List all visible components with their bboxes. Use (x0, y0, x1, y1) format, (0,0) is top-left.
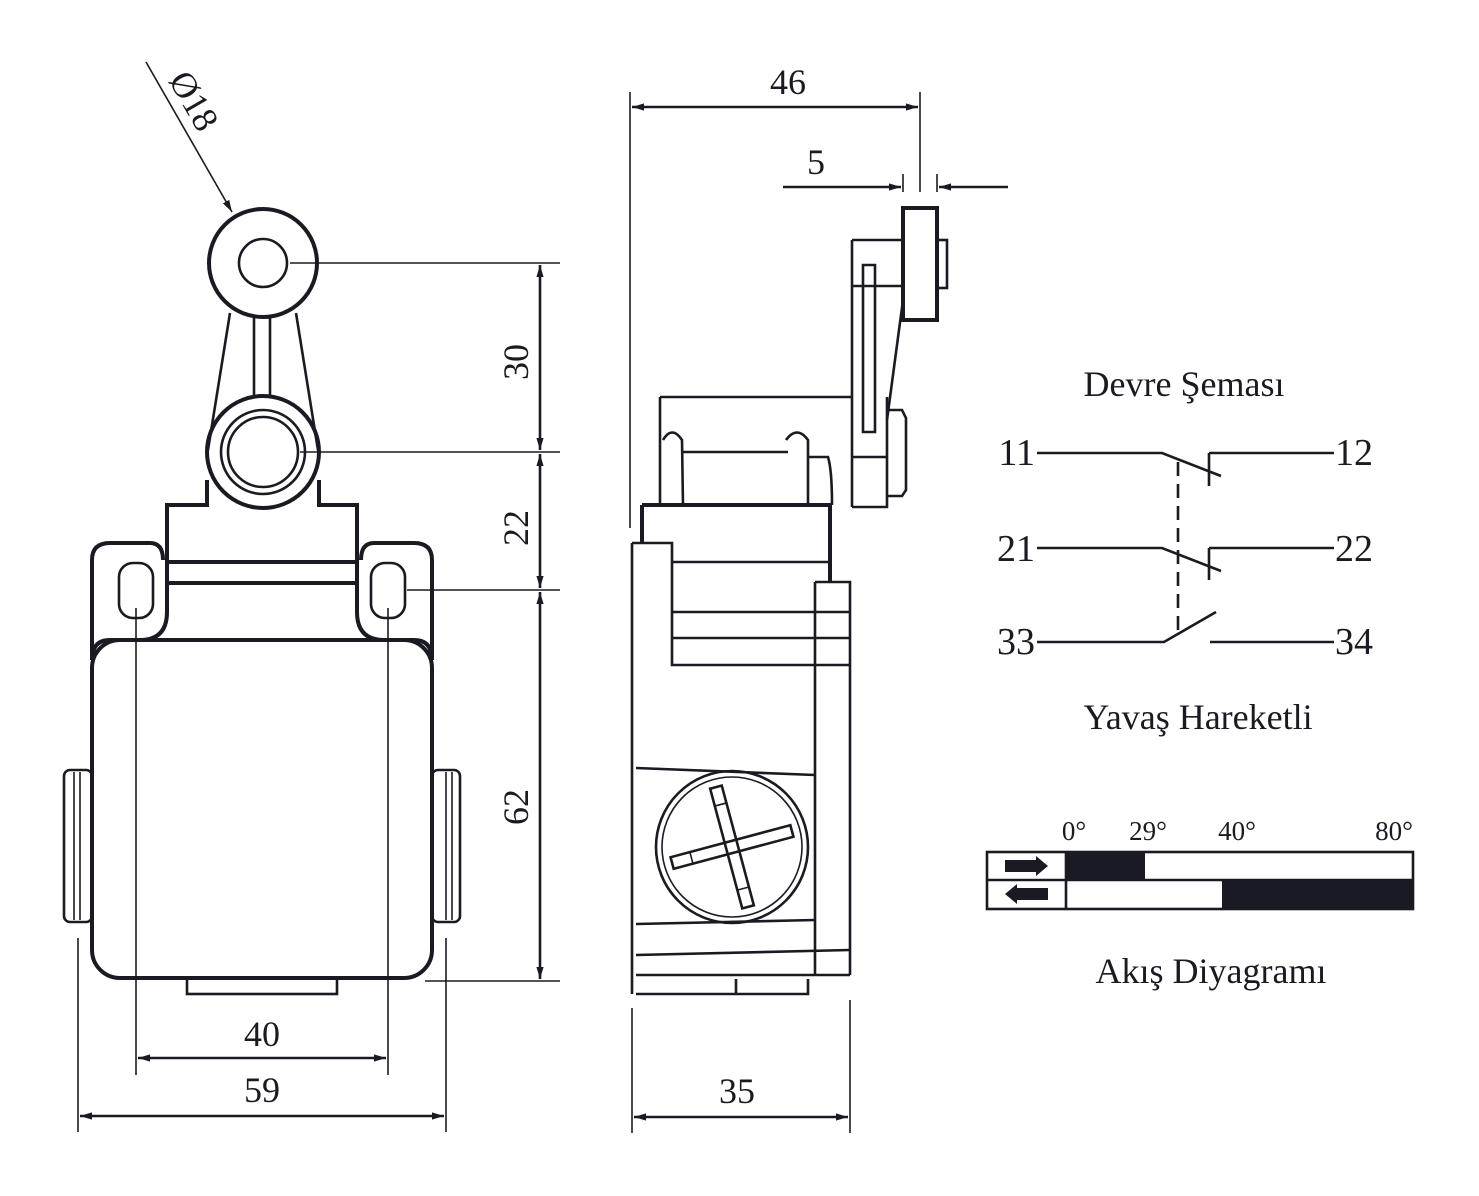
dim-pivot-to-mount: 22 (496, 510, 536, 546)
terminal-33: 33 (997, 621, 1035, 663)
terminal-12: 12 (1335, 432, 1373, 474)
pivot-shaft (226, 415, 300, 489)
side-gland-right (430, 768, 462, 924)
front-view (62, 207, 462, 996)
dim-body-depth: 35 (719, 1071, 755, 1111)
dim-roller-width: 5 (807, 142, 825, 182)
mount-ear-left (90, 541, 169, 661)
dim-body-width: 59 (244, 1070, 280, 1110)
contact-nc-2 (1037, 546, 1334, 580)
mount-ear-right (355, 541, 434, 661)
angle-label-0: 0° (1062, 816, 1086, 846)
flow-title: Akış Diyagramı (1096, 951, 1327, 991)
side-dimensions: 46 5 35 (629, 62, 1008, 1133)
head-block-sides (165, 480, 359, 583)
lever-arm-side (850, 238, 903, 507)
flow-diagram: 0° 29° 40° 80° Akış Diyagramı (985, 816, 1415, 991)
dim-arm-length: 30 (496, 344, 536, 380)
circuit-title: Devre Şeması (1084, 364, 1285, 404)
terminal-11: 11 (998, 432, 1035, 474)
terminal-22: 22 (1335, 528, 1373, 570)
body-top (640, 503, 832, 582)
contact-nc-1 (1037, 451, 1334, 486)
bottom-tab (185, 976, 339, 996)
diameter-leader (145, 61, 233, 213)
angle-label-40: 40° (1218, 816, 1256, 846)
flow-bar-forward (1066, 853, 1145, 880)
terminal-21: 21 (997, 528, 1035, 570)
switch-body (90, 638, 434, 980)
circuit-subtitle: Yavaş Hareketli (1083, 697, 1312, 737)
side-gland-left (62, 768, 94, 924)
lever-arm-rib (252, 317, 272, 398)
side-view (630, 206, 949, 996)
head-block-base (167, 560, 357, 585)
arrow-left-icon (1005, 884, 1048, 904)
circuit-diagram: Devre Şeması 11 12 21 22 33 34 Yavaş Har… (997, 364, 1373, 737)
arrow-right-icon (1005, 856, 1048, 876)
roller-axle (237, 237, 289, 289)
front-dimensions: Ø18 30 22 62 40 59 (77, 61, 560, 1132)
dim-total-depth: 46 (770, 62, 806, 102)
screw-cross-icon (668, 783, 796, 911)
dim-body-height: 62 (496, 789, 536, 825)
flow-bar-return (1222, 881, 1413, 908)
cover-screw (654, 769, 810, 925)
dim-roller-diameter: Ø18 (161, 64, 227, 138)
head-bumps (661, 431, 810, 506)
shaft-boss (887, 408, 908, 498)
contact-no-3 (1037, 610, 1334, 644)
angle-label-80: 80° (1375, 816, 1413, 846)
dim-mount-hole-spacing: 40 (244, 1014, 280, 1054)
angle-label-29: 29° (1129, 816, 1167, 846)
terminal-34: 34 (1335, 621, 1373, 663)
roller-side (901, 206, 939, 322)
pivot-ring (219, 408, 307, 496)
